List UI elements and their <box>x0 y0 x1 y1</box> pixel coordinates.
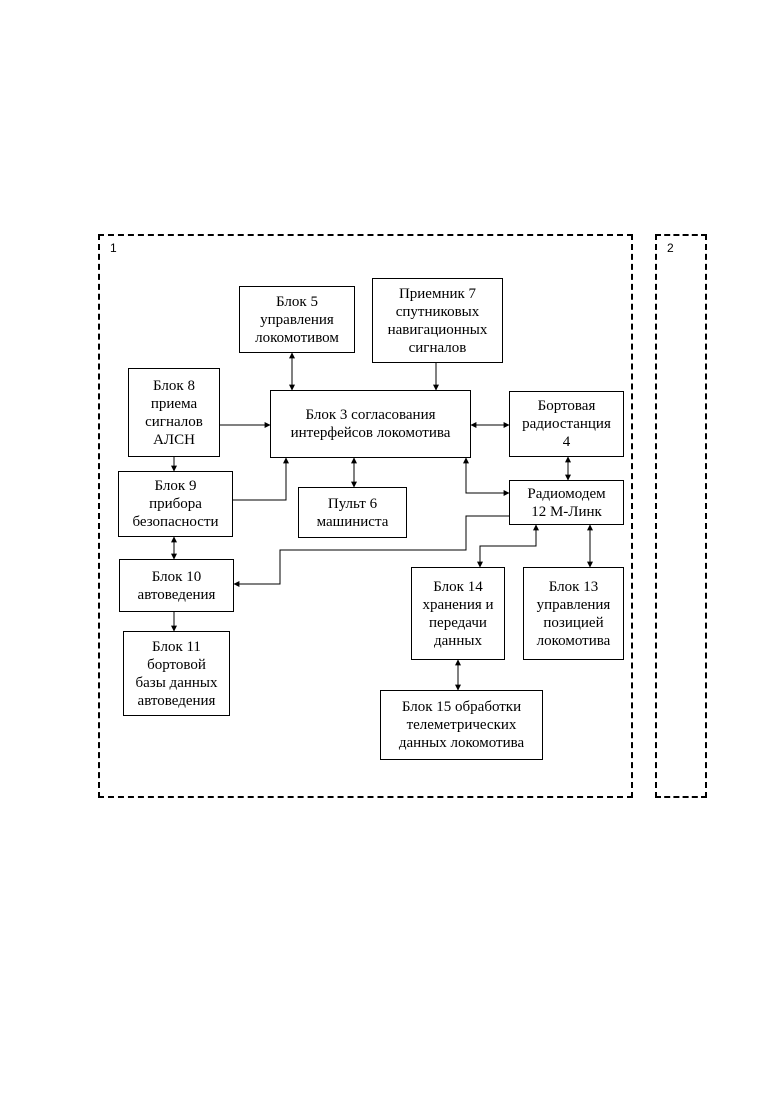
block-12-radiomodem: Радиомодем 12 М-Линк <box>509 480 624 525</box>
block-3-interface-matching: Блок 3 согласования интерфейсов локомоти… <box>270 390 471 458</box>
block-14-data-storage: Блок 14 хранения и передачи данных <box>411 567 505 660</box>
block-4-radio-station: Бортовая радиостанция 4 <box>509 391 624 457</box>
block-11-onboard-database: Блок 11 бортовой базы данных автоведения <box>123 631 230 716</box>
block-13-position-control: Блок 13 управления позицией локомотива <box>523 567 624 660</box>
block-10-autopilot: Блок 10 автоведения <box>119 559 234 612</box>
block-9-safety-device: Блок 9 прибора безопасности <box>118 471 233 537</box>
block-8-alsn-receiver: Блок 8 приема сигналов АЛСН <box>128 368 220 457</box>
block-6-driver-console: Пульт 6 машиниста <box>298 487 407 538</box>
link-b12-b14 <box>480 525 536 567</box>
block-7-satellite-receiver: Приемник 7 спутниковых навигационных сиг… <box>372 278 503 363</box>
block-15-telemetry-processing: Блок 15 обработки телеметрических данных… <box>380 690 543 760</box>
block-5-locomotive-control: Блок 5 управления локомотивом <box>239 286 355 353</box>
link-b9-b3 <box>233 458 286 500</box>
link-b3-b12 <box>466 458 509 493</box>
